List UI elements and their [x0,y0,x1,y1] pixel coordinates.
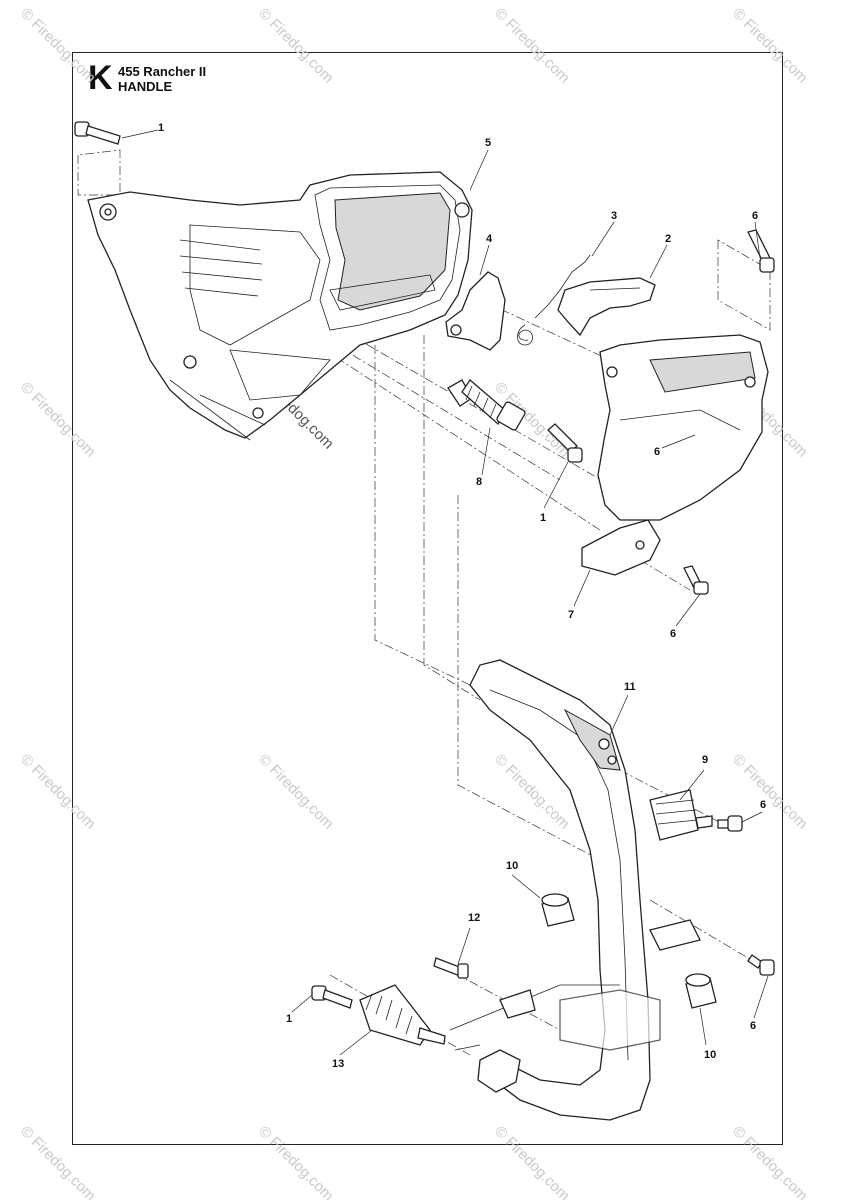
watermark: © Firedog.com [729,1123,811,1200]
callout: 9 [702,754,708,766]
callout: 1 [540,512,546,524]
rear-handle-housing [87,171,473,441]
throttle-trigger [557,277,656,337]
callout: 12 [468,912,480,924]
watermark: © Firedog.com [17,5,99,87]
throttle-lockout [445,271,506,351]
base-plate [581,519,661,576]
callout: 6 [752,210,758,222]
callout: 10 [506,860,518,872]
watermark: © Firedog.com [255,5,337,87]
anti-vibration-spring [649,789,713,841]
callout: 8 [476,476,482,488]
callout: 6 [654,446,660,458]
callout: 7 [568,609,574,621]
callout: 13 [332,1058,344,1070]
section-letter: K [88,59,113,97]
watermark: © Firedog.com [729,5,811,87]
callout: 2 [665,233,671,245]
bushing [685,973,717,1009]
screw [683,565,709,595]
callout: 4 [486,233,493,245]
handle-cover [597,334,769,521]
screw [547,423,583,463]
callout: 3 [611,210,617,222]
screw [311,985,353,1009]
callout: 1 [158,122,164,134]
watermark: © Firedog.com [17,379,99,461]
watermark: © Firedog.com [255,751,337,833]
pin [433,957,469,979]
watermark: © Firedog.com [491,1123,573,1200]
anti-vibration-spring [359,984,446,1046]
callout: 6 [670,628,676,640]
callout: 1 [286,1013,292,1025]
callout: 6 [760,799,766,811]
callouts: 1 5 3 4 2 6 6 8 1 7 6 11 9 6 10 12 1 13 … [158,122,766,1070]
callout: 11 [624,681,636,693]
front-handle [449,659,701,1121]
callout: 5 [485,137,491,149]
watermark: © Firedog.com [17,751,99,833]
watermark: © Firedog.com [17,1123,99,1200]
screw [717,815,743,832]
screw [747,954,775,976]
diagram-frame [72,52,783,1145]
screw [74,121,121,145]
section-name: HANDLE [118,79,173,94]
callout: 10 [704,1049,716,1061]
bushing [541,893,575,927]
leader-lines [121,129,769,1056]
watermark: © Firedog.com [255,1123,337,1200]
screw [747,229,775,273]
callout: 6 [750,1020,756,1032]
watermark: © Firedog.com [491,5,573,87]
model-name: 455 Rancher II [118,64,207,79]
anti-vibration-spring [447,379,526,431]
spring [517,254,591,346]
